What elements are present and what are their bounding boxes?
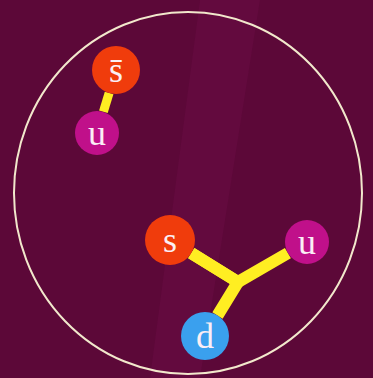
quark-ball: s [145, 215, 195, 265]
light-beam [150, 0, 260, 378]
quark-label: s̄ [109, 52, 123, 88]
gluon-string [191, 253, 238, 315]
quark-label: u [88, 115, 106, 151]
quark-label: d [196, 318, 214, 354]
quark-ball: u [75, 111, 119, 155]
quark-label: u [298, 224, 316, 260]
quark-label: s [163, 222, 177, 258]
quark-ball: s̄ [92, 46, 140, 94]
hadron-boundary [14, 12, 362, 374]
gluon-string [103, 93, 109, 112]
quark-ball: u [285, 220, 329, 264]
quark-ball: d [181, 312, 229, 360]
